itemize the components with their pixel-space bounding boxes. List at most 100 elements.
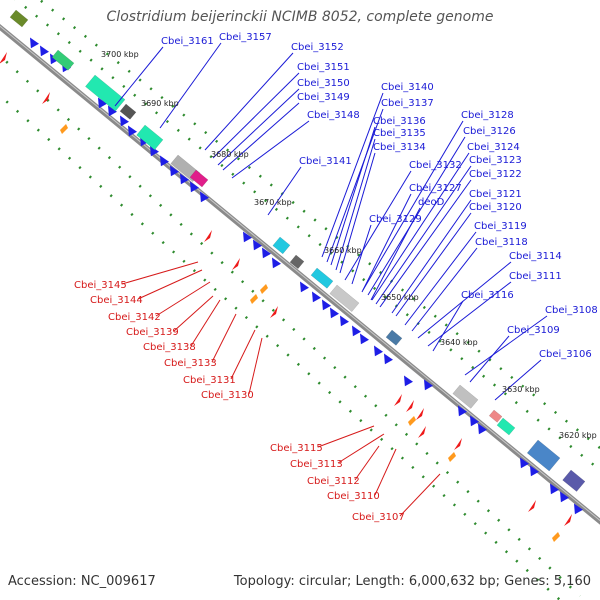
gene-label-cbei_3113: Cbei_3113 [290, 459, 343, 470]
gene-label-cbei_3130: Cbei_3130 [201, 390, 254, 401]
gene-label-cbei_3116: Cbei_3116 [461, 290, 514, 301]
label-line-forward-18 [375, 165, 472, 305]
reverse-gene-4 [270, 306, 278, 318]
reverse-gene-5 [394, 394, 402, 406]
reverse-gene-6 [406, 400, 414, 412]
gene-label-cbei_3118: Cbei_3118 [475, 237, 528, 248]
label-line-forward-12 [339, 152, 376, 274]
gene-label-cbei_3141: Cbei_3141 [299, 156, 352, 167]
label-line-forward-24 [404, 231, 477, 326]
label-line-forward-2 [204, 52, 294, 151]
reverse-gene-0 [0, 52, 7, 64]
gene-label-cbei_3124: Cbei_3124 [467, 142, 520, 153]
reverse-gene-9 [528, 500, 536, 512]
reverse-gene-3 [232, 258, 240, 270]
gene-block-teal [85, 74, 126, 112]
reverse-gene-2 [204, 230, 212, 242]
gene-label-cbei_3108: Cbei_3108 [545, 305, 598, 316]
gene-block-cyan [272, 236, 291, 255]
gene-block-steelblue [526, 439, 561, 472]
gene-block-lightgray [452, 384, 479, 409]
orange-gene-5 [552, 532, 560, 542]
orange-gene-1 [250, 294, 258, 304]
gene-label-cbei_3131: Cbei_3131 [183, 375, 236, 386]
label-line-forward-4 [217, 88, 300, 166]
forward-gene-4 [98, 97, 107, 109]
forward-gene-0 [30, 37, 39, 49]
gene-label-cbei_3119: Cbei_3119 [474, 221, 527, 232]
gene-block-darkgray [119, 103, 137, 120]
forward-gene-11 [170, 165, 179, 177]
gene-label-cbei_3140: Cbei_3140 [381, 82, 434, 93]
gene-label-cbei_3129: Cbei_3129 [369, 214, 422, 225]
label-connector-lines [114, 42, 548, 517]
gene-label-cbei_3139: Cbei_3139 [126, 327, 179, 338]
gene-block-magenta [189, 169, 209, 188]
feature-layer [0, 9, 586, 542]
forward-gene-29 [424, 379, 433, 391]
label-line-reverse-12 [399, 473, 441, 517]
gene-label-cbei_3161: Cbei_3161 [161, 36, 214, 47]
forward-gene-15 [243, 231, 252, 243]
gene-block-lightgray [329, 284, 360, 313]
label-line-reverse-1 [137, 269, 203, 300]
gene-label-cbei_3122: Cbei_3122 [469, 169, 522, 180]
label-line-forward-0 [114, 46, 164, 107]
gene-label-cbei_3107: Cbei_3107 [352, 512, 405, 523]
forward-gene-1 [40, 45, 49, 57]
gene-block-slate [562, 469, 586, 492]
gene-label-cbei_3111: Cbei_3111 [509, 271, 562, 282]
orange-gene-2 [260, 284, 268, 294]
forward-gene-18 [272, 257, 281, 269]
gene-label-cbei_3123: Cbei_3123 [469, 155, 522, 166]
label-line-reverse-11 [374, 448, 397, 496]
label-line-forward-17 [371, 152, 470, 301]
label-line-forward-7 [267, 166, 302, 216]
backbone-layer [0, 23, 600, 525]
backbone-line [0, 23, 600, 525]
label-line-forward-26 [417, 261, 512, 339]
tick-track-3 [0, 93, 561, 600]
gene-label-deod: deoD [418, 197, 445, 208]
gene-label-cbei_3144: Cbei_3144 [90, 295, 143, 306]
label-line-reverse-5 [211, 313, 237, 363]
scale-label-8: 3620 kbp [559, 431, 597, 440]
gene-label-cbei_3151: Cbei_3151 [297, 62, 350, 73]
label-line-forward-15 [362, 120, 464, 291]
gene-label-cbei_3137: Cbei_3137 [381, 98, 434, 109]
gene-block-darkgray [289, 254, 305, 270]
gene-label-cbei_3121: Cbei_3121 [469, 189, 522, 200]
scale-label-4: 3660 kbp [324, 246, 362, 255]
gene-label-cbei_3120: Cbei_3120 [469, 202, 522, 213]
scale-label-1: 3690 kbp [141, 99, 179, 108]
gene-block-pink [488, 409, 503, 423]
gene-block-cyan [310, 267, 334, 289]
label-line-forward-3 [212, 72, 300, 159]
forward-gene-10 [160, 155, 169, 167]
gene-label-cbei_3145: Cbei_3145 [74, 280, 127, 291]
forward-gene-35 [550, 483, 559, 495]
label-line-forward-10 [330, 126, 376, 266]
gene-block-olive [9, 9, 29, 28]
forward-gene-9 [150, 145, 159, 157]
reverse-gene-11 [418, 426, 426, 438]
forward-gene-27 [384, 353, 393, 365]
label-line-forward-30 [469, 335, 510, 383]
label-line-reverse-8 [317, 425, 375, 448]
label-line-forward-13 [344, 170, 412, 281]
forward-gene-5 [108, 105, 117, 117]
forward-gene-31 [470, 415, 479, 427]
gene-label-cbei_3152: Cbei_3152 [291, 42, 344, 53]
forward-gene-36 [560, 491, 569, 503]
gene-label-cbei_3135: Cbei_3135 [373, 128, 426, 139]
reverse-gene-8 [454, 438, 462, 450]
label-line-forward-20 [361, 193, 412, 293]
orange-gene-4 [448, 452, 456, 462]
scale-label-2: 3680 kbp [211, 150, 249, 159]
forward-gene-20 [312, 291, 321, 303]
scale-label-0: 3700 kbp [101, 50, 139, 59]
genome-summary-text: Topology: circular; Length: 6,000,632 bp… [233, 574, 591, 589]
gene-label-cbei_3148: Cbei_3148 [307, 110, 360, 121]
forward-gene-30 [458, 405, 467, 417]
